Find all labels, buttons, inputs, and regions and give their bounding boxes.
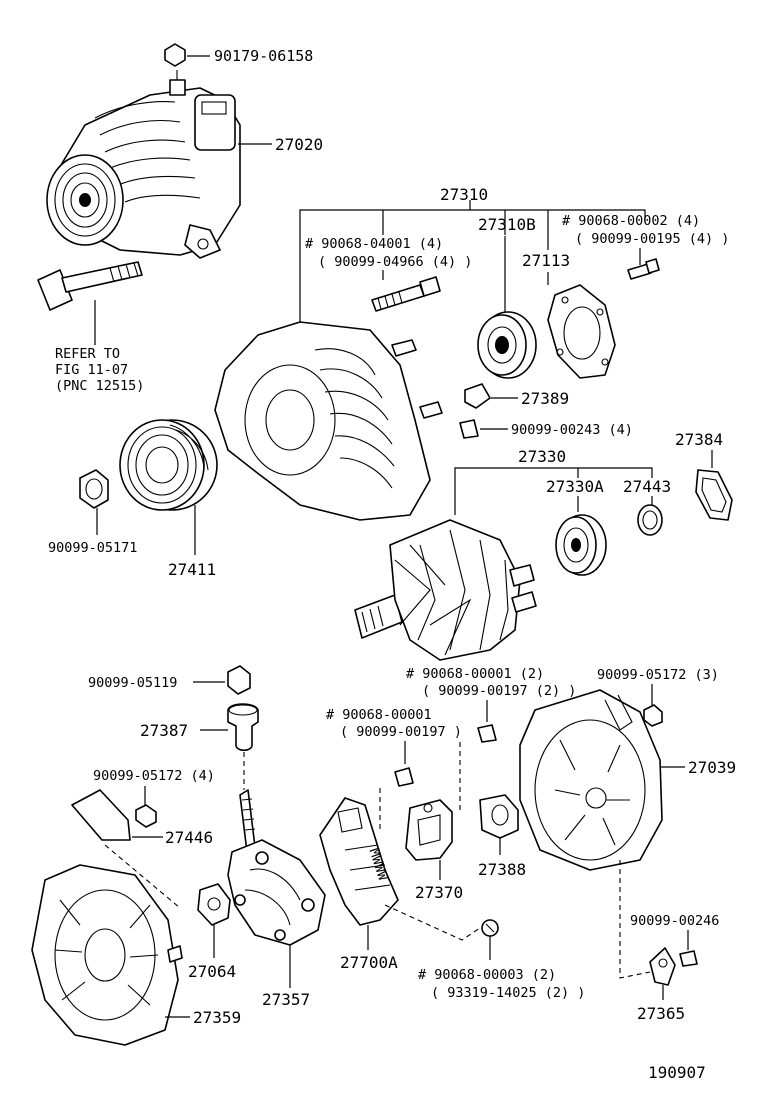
label-hash-top-mid-a: # 90068-04001 (4) — [305, 236, 443, 252]
nut-90099-05172-4-icon — [135, 804, 157, 828]
nut-90099-05171-icon — [79, 469, 109, 509]
brush-holder-27370-icon — [405, 799, 453, 861]
label-27389: 27389 — [521, 389, 569, 408]
label-27370: 27370 — [415, 883, 463, 902]
label-27365: 27365 — [637, 1004, 685, 1023]
label-27113: 27113 — [522, 251, 570, 270]
label-90099-00243: 90099-00243 (4) — [511, 422, 633, 438]
label-27700A: 27700A — [340, 953, 398, 972]
screw-90068-00003-icon — [481, 919, 499, 937]
label-90099-05172-3: 90099-05172 (3) — [597, 667, 719, 683]
label-27039: 27039 — [688, 758, 736, 777]
label-hash-left-a: # 90068-00001 — [326, 707, 432, 723]
insulator-27064-icon — [197, 883, 231, 926]
rotor-27330-icon — [354, 519, 537, 661]
part-27389-icon — [464, 383, 491, 409]
label-27384: 27384 — [675, 430, 723, 449]
diagram-code: 190907 — [648, 1063, 706, 1082]
label-27310: 27310 — [440, 185, 488, 204]
label-90099-05172-4: 90099-05172 (4) — [93, 768, 215, 784]
label-27330A: 27330A — [546, 477, 604, 496]
insulator-27387-icon — [227, 703, 259, 752]
refer-line-3: (PNC 12515) — [55, 378, 144, 394]
label-90099-05171: 90099-05171 — [48, 540, 137, 556]
alternator-assembly-illustration — [46, 70, 241, 259]
screw-90099-00243-icon — [459, 419, 479, 439]
through-bolt-icon — [37, 261, 143, 311]
label-27443: 27443 — [623, 477, 671, 496]
rectifier-27357-icon — [227, 789, 326, 946]
pulley-27411-icon — [119, 419, 218, 511]
label-hash-left-b: ( 90099-00197 ) — [340, 724, 462, 740]
label-27064: 27064 — [188, 962, 236, 981]
part-27365-icon — [649, 947, 676, 986]
label-90099-00246: 90099-00246 — [630, 913, 719, 929]
label-27359: 27359 — [193, 1008, 241, 1027]
refer-line-1: REFER TO — [55, 346, 120, 362]
regulator-27700A-icon: MWWW — [319, 797, 399, 926]
drive-end-frame-icon — [214, 321, 443, 521]
screw-90068-00002-icon — [627, 258, 660, 280]
rear-cover-27359-icon — [31, 864, 183, 1046]
label-90179-06158: 90179-06158 — [214, 47, 313, 65]
label-hash-bottom-b: ( 93319-14025 (2) ) — [431, 985, 585, 1001]
nut-90099-05172-3-icon — [643, 704, 663, 727]
label-27310B: 27310B — [478, 215, 536, 234]
label-hash-top-mid-b: ( 90099-04966 (4) ) — [318, 254, 472, 270]
label-27387: 27387 — [140, 721, 188, 740]
seal-27384-icon — [695, 469, 733, 521]
bearing-27330A-icon — [555, 514, 607, 576]
label-27330: 27330 — [518, 447, 566, 466]
screw-90068-00001-pair-icon — [477, 724, 497, 743]
bearing-27310B-icon — [477, 311, 537, 379]
label-27020: 27020 — [275, 135, 323, 154]
nut-90179-06158-icon — [164, 43, 210, 67]
rear-frame-27039-icon — [519, 689, 663, 871]
label-27411: 27411 — [168, 560, 216, 579]
label-90099-05119: 90099-05119 — [88, 675, 177, 691]
part-27388-icon — [479, 794, 519, 839]
retainer-plate-27113-icon — [547, 284, 616, 379]
stud-bolt-icon — [371, 276, 441, 312]
label-hash-top-right-a: # 90068-00002 (4) — [562, 213, 700, 229]
refer-line-2: FIG 11-07 — [55, 362, 128, 378]
nut-90099-05119-icon — [227, 665, 251, 695]
label-hash-top-right-b: ( 90099-00195 (4) ) — [575, 231, 729, 247]
label-hash-mid-a: # 90068-00001 (2) — [406, 666, 544, 682]
label-hash-bottom-a: # 90068-00003 (2) — [418, 967, 556, 983]
label-hash-mid-b: ( 90099-00197 (2) ) — [422, 683, 576, 699]
label-27388: 27388 — [478, 860, 526, 879]
screw-90068-00001-icon — [394, 767, 414, 787]
ring-27443-icon — [637, 504, 663, 536]
screw-90099-00246-icon — [679, 950, 698, 967]
label-27446: 27446 — [165, 828, 213, 847]
label-27357: 27357 — [262, 990, 310, 1009]
plate-27446-icon — [71, 789, 131, 841]
